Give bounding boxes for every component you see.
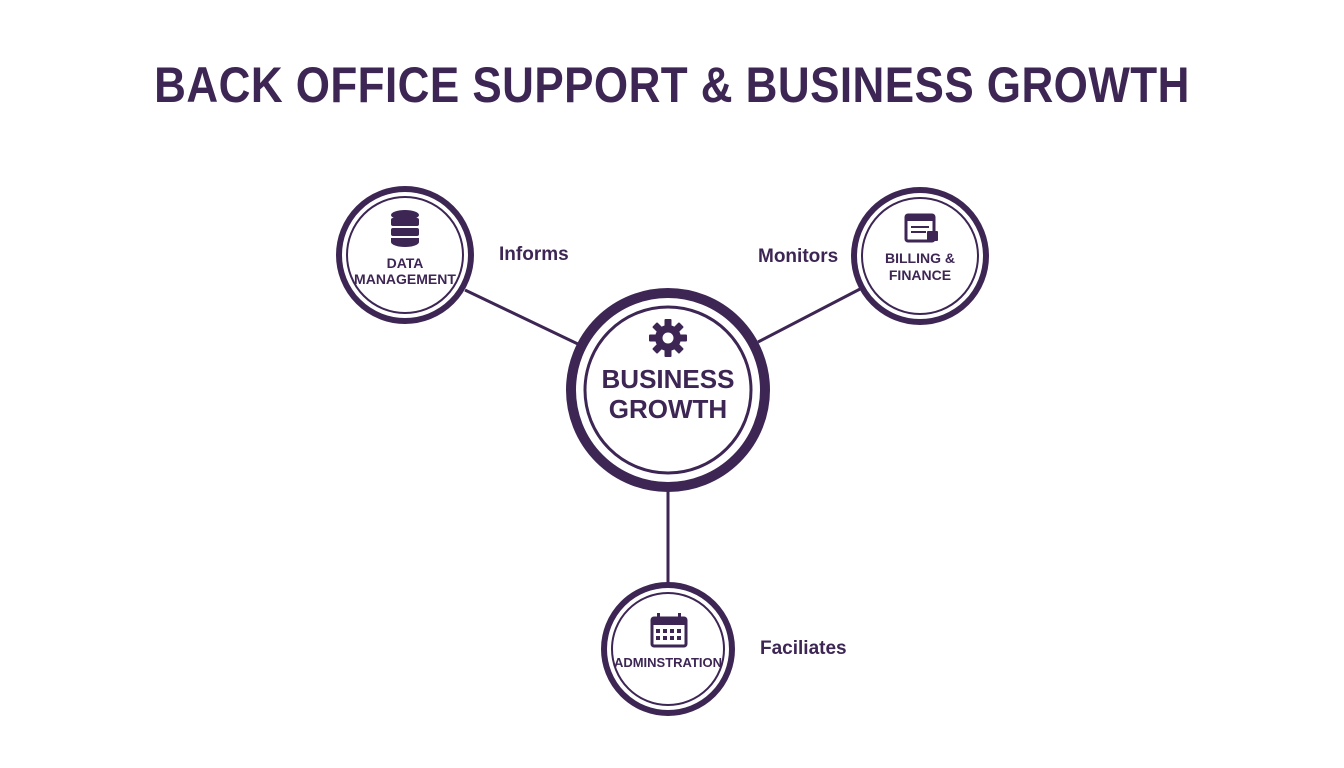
page-title: BACK OFFICE SUPPORT & BUSINESS GROWTH <box>154 57 1190 113</box>
edge-label-faciliates: Faciliates <box>760 638 847 659</box>
edge-label-monitors: Monitors <box>758 246 838 267</box>
center-node: BUSINESS GROWTH <box>566 288 770 492</box>
calendar-icon <box>650 613 688 648</box>
connector-billing-finance <box>757 286 863 344</box>
center-label-line2: GROWTH <box>609 394 727 424</box>
connector-data-management <box>464 288 581 347</box>
database-icon <box>391 210 419 247</box>
node-administration: ADMINSTRATION <box>601 582 735 716</box>
node-label-billing: BILLING & <box>885 250 955 266</box>
node-label-management: MANAGEMENT <box>354 271 456 287</box>
gear-icon <box>649 319 687 357</box>
node-label-data: DATA <box>387 255 424 271</box>
node-label-finance: FINANCE <box>889 267 951 283</box>
invoice-icon <box>904 213 938 243</box>
center-label-line1: BUSINESS <box>602 364 735 394</box>
node-data-management: DATA MANAGEMENT <box>336 186 474 324</box>
edge-label-informs: Informs <box>499 244 569 265</box>
node-label-administration: ADMINSTRATION <box>614 655 722 670</box>
node-billing-finance: BILLING & FINANCE <box>851 187 989 325</box>
